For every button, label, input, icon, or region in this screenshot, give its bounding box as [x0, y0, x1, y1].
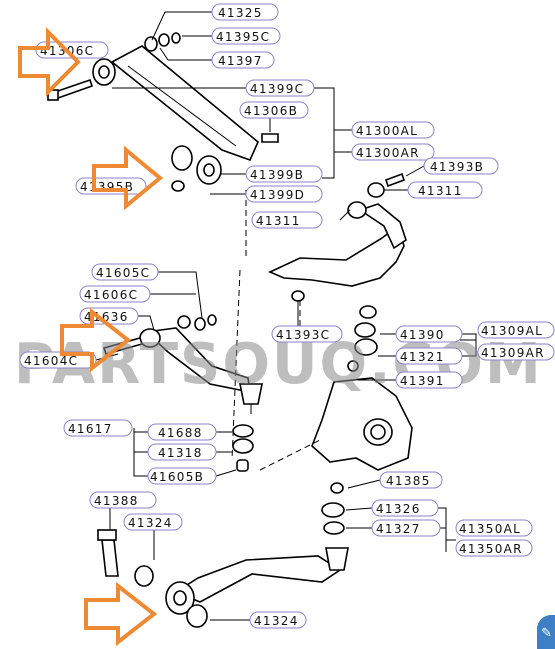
part-label-41350AR[interactable]: 41350AR: [455, 539, 533, 557]
svg-text:41321: 41321: [400, 350, 445, 364]
upper-link-arm: [47, 32, 279, 192]
svg-text:41326: 41326: [376, 502, 421, 516]
highlight-arrows: [18, 27, 164, 647]
part-label-41391[interactable]: 41391: [395, 371, 463, 389]
svg-text:41324: 41324: [254, 614, 299, 628]
part-label-41306B[interactable]: 41306B: [239, 101, 309, 119]
svg-text:41309AL: 41309AL: [481, 324, 543, 338]
svg-text:41300AR: 41300AR: [356, 146, 420, 160]
part-label-41399C[interactable]: 41399C: [245, 79, 315, 97]
part-label-41399D[interactable]: 41399D: [245, 185, 323, 203]
svg-text:41393B: 41393B: [430, 160, 484, 174]
arrow-icon: [60, 307, 132, 373]
upper-control-arm: [268, 172, 407, 372]
svg-text:41393C: 41393C: [276, 328, 330, 342]
svg-text:41399D: 41399D: [250, 188, 305, 202]
part-label-41324-upper[interactable]: 41324: [123, 513, 183, 531]
part-label-41617[interactable]: 41617: [63, 419, 133, 437]
part-label-41388[interactable]: 41388: [89, 491, 157, 509]
svg-text:41350AL: 41350AL: [459, 522, 521, 536]
part-label-41399B[interactable]: 41399B: [245, 165, 323, 183]
svg-text:41327: 41327: [376, 522, 421, 536]
svg-text:41350AR: 41350AR: [459, 542, 523, 556]
part-label-41393C[interactable]: 41393C: [271, 325, 343, 343]
part-label-41605C[interactable]: 41605C: [91, 263, 159, 281]
part-label-41350AL[interactable]: 41350AL: [455, 519, 533, 537]
part-label-41605B[interactable]: 41605B: [147, 467, 217, 485]
part-label-41326[interactable]: 41326: [371, 499, 439, 517]
svg-text:41325: 41325: [218, 6, 263, 20]
part-label-41395C[interactable]: 41395C: [211, 27, 281, 45]
arrow-icon: [92, 145, 164, 211]
svg-text:41397: 41397: [218, 54, 263, 68]
svg-text:41318: 41318: [158, 446, 203, 460]
part-label-41300AL[interactable]: 41300AL: [351, 121, 435, 139]
lower-control-arm: [97, 482, 349, 628]
steering-knuckle: [311, 377, 413, 471]
part-label-41688[interactable]: 41688: [147, 423, 217, 441]
part-label-41325[interactable]: 41325: [211, 3, 279, 21]
svg-text:41605B: 41605B: [150, 470, 204, 484]
svg-text:41399B: 41399B: [250, 168, 304, 182]
svg-text:41388: 41388: [94, 494, 139, 508]
part-label-41397[interactable]: 41397: [211, 51, 275, 69]
svg-text:41606C: 41606C: [84, 288, 138, 302]
arrow-icon: [18, 27, 81, 97]
part-label-41636[interactable]: 41636: [79, 307, 139, 325]
svg-text:41390: 41390: [400, 328, 445, 342]
assembly-guides: [231, 190, 321, 471]
part-label-41311-top[interactable]: 41311: [407, 181, 483, 199]
svg-text:41311: 41311: [418, 184, 463, 198]
svg-text:41300AL: 41300AL: [356, 124, 418, 138]
svg-text:41688: 41688: [158, 426, 203, 440]
part-label-41390[interactable]: 41390: [395, 325, 463, 343]
part-label-41309AL[interactable]: 41309AL: [477, 321, 555, 339]
svg-text:41391: 41391: [400, 374, 445, 388]
part-label-41321[interactable]: 41321: [395, 347, 463, 365]
middle-link-arm: [102, 314, 263, 472]
svg-text:41605C: 41605C: [96, 266, 150, 280]
svg-text:41399C: 41399C: [250, 82, 304, 96]
part-label-41606C[interactable]: 41606C: [79, 285, 151, 303]
part-label-41309AR[interactable]: 41309AR: [477, 343, 555, 361]
part-label-41311-mid[interactable]: 41311: [251, 211, 323, 229]
svg-text:41309AR: 41309AR: [481, 346, 545, 360]
part-label-41327[interactable]: 41327: [371, 519, 441, 537]
svg-text:41324: 41324: [128, 516, 173, 530]
svg-text:41306B: 41306B: [244, 104, 298, 118]
svg-text:41385: 41385: [386, 474, 431, 488]
part-label-41300AR[interactable]: 41300AR: [351, 143, 435, 161]
leader-lines: [95, 11, 477, 621]
arrow-icon: [84, 581, 158, 647]
svg-text:41617: 41617: [68, 422, 113, 436]
chat-icon[interactable]: ✎: [537, 615, 555, 649]
part-label-41385[interactable]: 41385: [379, 471, 443, 489]
part-label-41318[interactable]: 41318: [147, 443, 217, 461]
part-label-41393B[interactable]: 41393B: [423, 157, 499, 175]
svg-text:41604C: 41604C: [24, 354, 78, 368]
svg-text:41395C: 41395C: [216, 30, 270, 44]
svg-text:41311: 41311: [256, 214, 301, 228]
part-label-41324-lower[interactable]: 41324: [249, 611, 307, 629]
